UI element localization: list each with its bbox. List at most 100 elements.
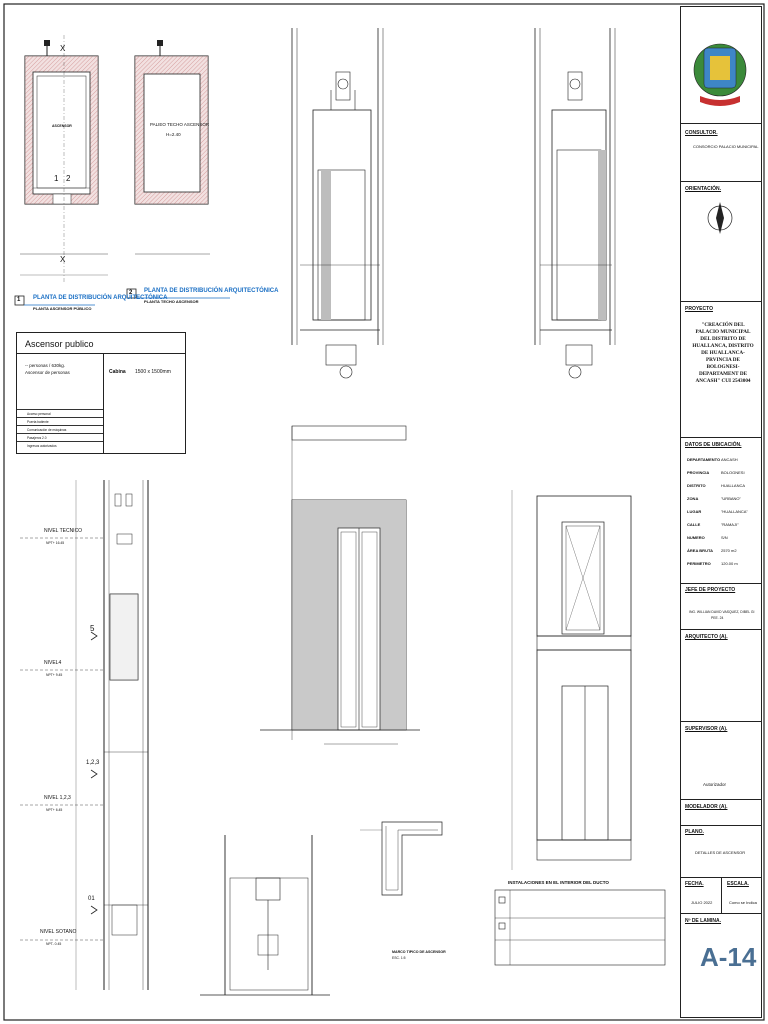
tb-ubicacion-row: PERIMETRO 120.00 m xyxy=(687,558,761,571)
tb-escala-value: Como se Indica xyxy=(729,900,757,905)
elevation-section-b xyxy=(534,28,616,379)
tb-fecha-value: JULIO 2022 xyxy=(691,900,713,905)
legend-row: Comunicación de máquinas xyxy=(17,425,103,433)
plan-title-2: PLANTA DE DISTRIBUCIÓN ARQUITECTÓNICA xyxy=(144,288,279,294)
pit-detail xyxy=(200,835,330,996)
level-name: NIVEL4 xyxy=(44,660,62,666)
plan-axis-x-bottom: X xyxy=(60,255,66,264)
tb-ubicacion-row: PROVINCIA BOLOGNESI xyxy=(687,467,761,480)
plan-title-1: PLANTA DE DISTRIBUCIÓN ARQUITECTÓNICA xyxy=(33,295,168,301)
plan-subtitle-1: PLANTA ASCENSOR PÚBLICO xyxy=(33,306,92,311)
tb-orientacion: ORIENTACIÓN. xyxy=(681,181,761,301)
tb-ubicacion-val: 120.00 m xyxy=(721,561,738,566)
level-value: NPT- 0.45 xyxy=(46,942,62,946)
tb-proyecto-value: "CREACIÓN DEL PALACIO MUNICIPAL DEL DIST… xyxy=(692,322,754,384)
tb-ubicacion-val: 2570 m2 xyxy=(721,548,737,553)
title-block: CONSULTOR. CONSORCIO PALACIO MUNICIPAL O… xyxy=(680,6,762,1018)
plan-number-2: 2 xyxy=(129,290,133,296)
legend-row: Pasajeros 2.0 xyxy=(17,433,103,441)
tb-supervisor: SUPERVISOR (A). Autorizador xyxy=(681,721,761,799)
tb-modelador: MODELADOR (A). xyxy=(681,799,761,825)
tb-consultor-value: CONSORCIO PALACIO MUNICIPAL xyxy=(693,144,759,149)
legend-capacity: -- personas / 630kg. xyxy=(25,363,66,368)
level-value: NPT+ 9.45 xyxy=(46,673,63,677)
tb-ubicacion-key: CALLE xyxy=(687,522,701,527)
legend-box: Ascensor publico -- personas / 630kg. As… xyxy=(16,332,186,454)
tb-ubicacion-row: NUMERO S/N xyxy=(687,532,761,545)
tb-ubicacion-row: ÁREA BRUTA 2570 m2 xyxy=(687,545,761,558)
tb-fecha-escala: FECHA. ESCALA. JULIO 2022 Como se Indica xyxy=(681,877,761,914)
plan-label-ascensor: ASCENSOR xyxy=(52,124,72,128)
tb-ubicacion-val: HUALLANCA xyxy=(721,483,746,488)
legend-cabina-size: 1500 x 1500mm xyxy=(135,369,171,375)
plan-axis-x-top: X xyxy=(60,44,66,53)
tb-lamina-label: Nº DE LAMINA. xyxy=(685,918,721,924)
sheet-number: A-14 xyxy=(700,942,757,972)
section-number: 1,2,3 xyxy=(86,760,100,766)
installations-table xyxy=(494,889,666,966)
level-name: NIVEL SOTANO xyxy=(40,929,77,935)
tb-ubicacion-val: "HUALLANCA" xyxy=(721,509,748,514)
frame-detail-title: MARCO TIPICO DE ASCENSOR xyxy=(392,950,446,954)
tb-ubicacion-key: DEPARTAMENTO xyxy=(687,457,721,462)
section-number: 5 xyxy=(90,624,95,633)
plan-label-palieo-sub: H=2.40 xyxy=(166,132,181,137)
tb-ubicacion-val: "RAMAJI" xyxy=(721,522,739,527)
plan-title-markers xyxy=(14,288,230,306)
tb-modelador-label: MODELADOR (A). xyxy=(685,804,728,810)
tb-ubicacion-key: ÁREA BRUTA xyxy=(687,548,713,553)
level-name: NIVEL TECNICO xyxy=(44,528,83,534)
level-name: NIVEL 1,2,3 xyxy=(44,795,71,801)
tb-lamina: Nº DE LAMINA. xyxy=(681,913,761,1019)
installations-title: INSTALACIONES EN EL INTERIOR DEL DUCTO xyxy=(508,880,609,885)
plan-subtitle-2: PLANTA TECHO ASCENSOR xyxy=(144,299,199,304)
door-elevation-a xyxy=(260,425,420,745)
tb-ubicacion-val: S/N xyxy=(721,535,728,540)
level-value: NPT+ 6.45 xyxy=(46,808,63,812)
legend-row: Puerta batiente xyxy=(17,417,103,425)
tb-jefe-sub: PEE. 24 xyxy=(711,616,724,620)
tb-plano-value: DETALLES DE ASCENSOR xyxy=(695,850,746,855)
legend-row: Acceso personal xyxy=(17,409,103,417)
tb-arquitecto: ARQUITECTO (A). xyxy=(681,629,761,721)
legend-cabina-label: Cabina xyxy=(109,369,126,375)
tb-fecha-label: FECHA. xyxy=(685,881,704,887)
plan-label-palieo: PALIEO TECHO ASCENSOR xyxy=(150,122,210,127)
tb-proyecto-label: PROYECTO xyxy=(685,306,713,312)
tb-ubicacion-key: NUMERO xyxy=(687,535,705,540)
tb-orientacion-label: ORIENTACIÓN. xyxy=(685,186,722,192)
tb-ubicacion-key: DISTRITO xyxy=(687,483,706,488)
sheet-border xyxy=(3,3,765,1021)
tb-ubicacion-label: DATOS DE UBICACIÓN. xyxy=(685,442,742,448)
tb-ubicacion-key: PERIMETRO xyxy=(687,561,711,566)
tb-plano: PLANO. DETALLES DE ASCENSOR xyxy=(681,825,761,877)
tb-ubicacion-key: LUGAR xyxy=(687,509,702,514)
tb-jefe-label: JEFE DE PROYECTO xyxy=(685,587,736,593)
tb-supervisor-value: Autorizador xyxy=(703,782,727,787)
plan-cut-2: 2 xyxy=(66,174,71,183)
tb-ubicacion-key: ZONA xyxy=(687,496,699,501)
tb-arquitecto-label: ARQUITECTO (A). xyxy=(685,634,728,640)
tb-ubicacion-key: PROVINCIA xyxy=(687,470,710,475)
tb-proyecto: PROYECTO "CREACIÓN DEL PALACIO MUNICIPAL… xyxy=(681,301,761,437)
tb-ubicacion-val: BOLOGNESI xyxy=(721,470,745,475)
tb-supervisor-label: SUPERVISOR (A). xyxy=(685,726,728,732)
titleblock-graphics xyxy=(693,43,747,234)
legend-title: Ascensor publico xyxy=(25,339,94,349)
frame-detail-scale: ESC. 1:5 xyxy=(392,956,406,960)
door-elevation-b xyxy=(511,490,632,870)
legend-row: Ingresos autorizados xyxy=(17,441,103,449)
level-value: NPT+ 16.45 xyxy=(46,541,65,545)
tb-escala-label: ESCALA. xyxy=(727,881,749,887)
tb-ubicacion-val: "URBANO" xyxy=(721,496,741,501)
section-number: 01 xyxy=(88,896,95,902)
tb-plano-label: PLANO. xyxy=(685,829,704,835)
tb-ubicacion-row: LUGAR "HUALLANCA" xyxy=(687,506,761,519)
tb-consultor-label: CONSULTOR. xyxy=(685,130,718,136)
plan-ascensor xyxy=(20,35,108,282)
legend-capacity-sub: Ascensor de personas xyxy=(25,370,70,375)
